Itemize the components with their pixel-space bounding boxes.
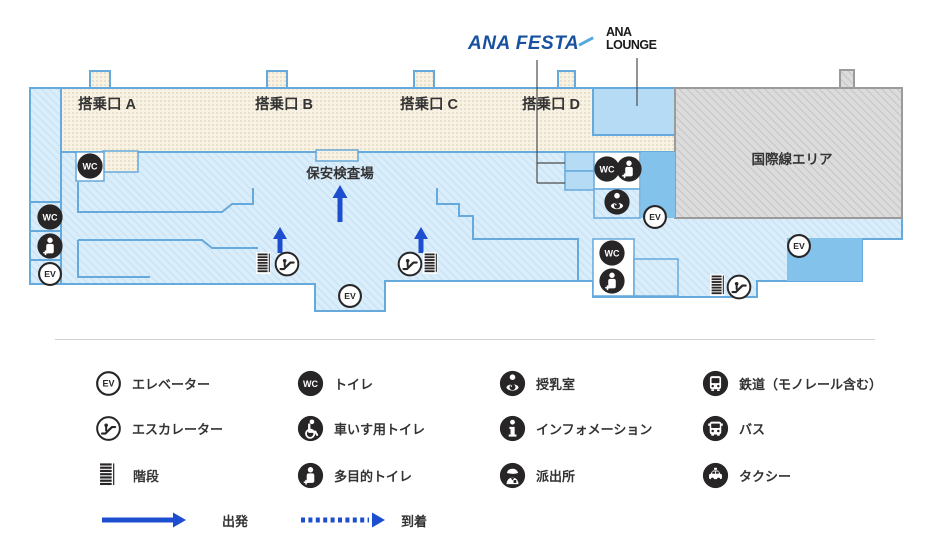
legend-item-taxi: タクシー xyxy=(702,461,791,489)
gate-b-label: 搭乗口 B xyxy=(255,97,313,113)
elevator-icon xyxy=(38,262,62,286)
gate-c-label: 搭乗口 C xyxy=(400,97,458,113)
legend-item-wheelchair-toilet: 車いす用トイレ xyxy=(297,414,425,442)
legend-item-stairs: 階段 xyxy=(98,461,159,489)
escalator-icon xyxy=(95,415,122,442)
taxi-icon xyxy=(702,462,729,489)
escalator-icon xyxy=(274,251,300,277)
legend-item-toilet: トイレ xyxy=(297,369,373,397)
nursing-room-icon xyxy=(499,370,526,397)
international-area-label: 国際線エリア xyxy=(751,152,833,167)
ana-lounge-area xyxy=(592,87,676,136)
gate-d-label: 搭乗口 D xyxy=(522,97,580,113)
security-departure-arrow xyxy=(332,185,348,222)
escalator-icon xyxy=(397,251,423,277)
toilet-icon xyxy=(37,204,63,230)
legend-item-escalator: エスカレーター xyxy=(95,414,223,442)
gates-area xyxy=(60,87,676,153)
ana-festa-logo: ANA FESTA xyxy=(468,33,580,54)
gate-a-label: 搭乗口 A xyxy=(78,97,136,113)
interior-walls xyxy=(30,88,579,284)
legend-item-nursing-room: 授乳室 xyxy=(499,369,575,397)
elevator-icon xyxy=(338,284,362,308)
stairs-icon xyxy=(423,252,438,274)
toilet-icon xyxy=(77,153,103,179)
departure-arrow-left xyxy=(273,227,287,253)
room-box-lower xyxy=(633,258,679,297)
terminal-map: WC EV xyxy=(29,58,903,312)
legend-item-police-box: 派出所 xyxy=(499,461,575,489)
toilet-icon xyxy=(599,240,625,266)
gate-a-alcove xyxy=(102,150,139,173)
legend-item-elevator: エレベーター xyxy=(95,369,210,397)
police-box-icon xyxy=(499,462,526,489)
elevator-icon xyxy=(95,370,122,397)
legend-item-bus: バス xyxy=(702,414,765,442)
escalator-icon xyxy=(726,274,752,300)
stairs-icon xyxy=(256,252,271,274)
legend-item-railway: 鉄道（モノレール含む） xyxy=(702,369,882,397)
arrival-arrow-icon xyxy=(301,512,385,528)
security-gate-tab xyxy=(315,149,359,162)
ana-festa-leader-line xyxy=(536,60,565,184)
multipurpose-toilet-icon xyxy=(616,156,642,182)
information-icon xyxy=(499,415,526,442)
legend-item-multipurpose-toilet: 多目的トイレ xyxy=(297,461,412,489)
departure-arrow-right xyxy=(414,227,428,253)
ana-lounge-line2: LOUNGE xyxy=(606,38,657,52)
elevator-icon xyxy=(643,205,667,229)
nursing-room-icon xyxy=(604,189,630,215)
stairs-icon xyxy=(710,274,725,296)
wheelchair-toilet-icon xyxy=(297,415,324,442)
legend-item-information: インフォメーション xyxy=(499,414,652,442)
multipurpose-toilet-icon xyxy=(599,268,625,294)
multipurpose-toilet-icon xyxy=(37,233,63,259)
ana-lounge-line1: ANA xyxy=(606,25,632,39)
toilet-icon xyxy=(297,370,324,397)
ana-festa-shop-2 xyxy=(564,170,596,191)
bus-icon xyxy=(702,415,729,442)
jet-bridge-tabs xyxy=(89,69,855,89)
ana-lounge-logo: ANA LOUNGE xyxy=(606,25,657,52)
legend-item-arrival: 到着 xyxy=(297,506,427,534)
legend-item-departure: 出発 xyxy=(98,506,248,534)
toilet-icon xyxy=(594,156,620,182)
railway-icon xyxy=(702,370,729,397)
security-checkpoint-label: 保安検査場 xyxy=(306,166,374,181)
legend-divider xyxy=(55,339,875,340)
ana-festa-shop-1 xyxy=(564,151,596,172)
elevator-icon xyxy=(787,234,811,258)
stairs-icon xyxy=(98,462,117,488)
multipurpose-toilet-icon xyxy=(297,462,324,489)
departure-arrow-icon xyxy=(102,512,186,528)
